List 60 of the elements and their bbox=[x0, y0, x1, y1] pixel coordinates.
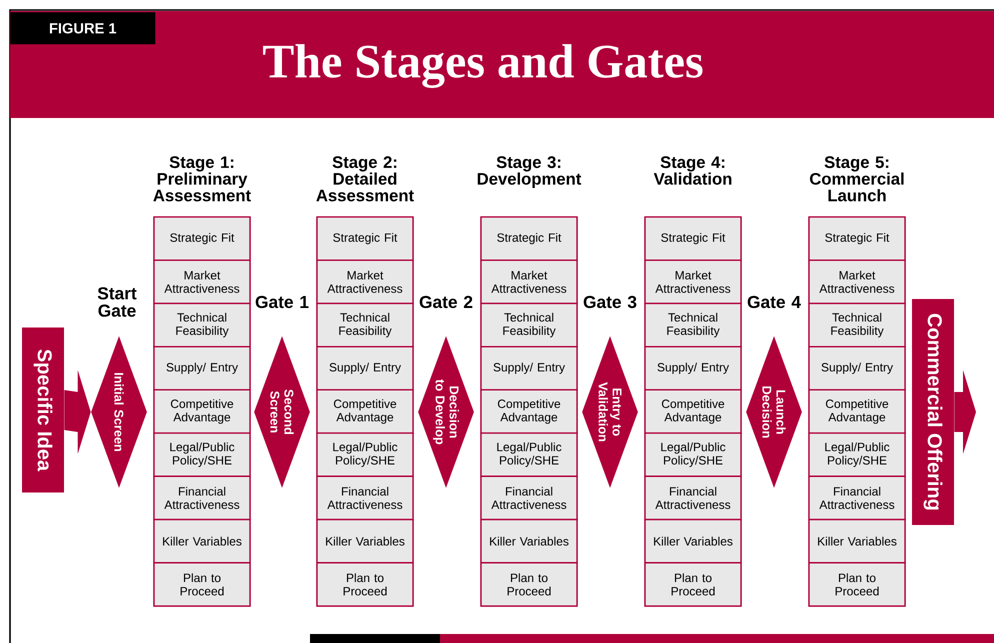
criteria-cell: Plan to Proceed bbox=[808, 562, 906, 607]
criteria-cell: Technical Feasibility bbox=[153, 302, 251, 348]
criteria-cell: Killer Variables bbox=[316, 518, 414, 564]
criteria-cell: Plan to Proceed bbox=[480, 562, 578, 607]
stage-heading: Stage 4: Validation bbox=[654, 156, 732, 185]
criteria-cell: Technical Feasibility bbox=[808, 302, 906, 348]
block-arrow bbox=[954, 370, 976, 454]
criteria-cell: Killer Variables bbox=[644, 518, 742, 564]
criteria-cell: Killer Variables bbox=[808, 518, 906, 564]
criteria-cell: Killer Variables bbox=[153, 518, 251, 564]
criteria-cell: Market Attractiveness bbox=[153, 260, 251, 304]
criteria-cell: Supply/ Entry bbox=[644, 346, 742, 391]
figure-tag: FIGURE 1 bbox=[10, 12, 156, 44]
criteria-cell: Supply/ Entry bbox=[316, 346, 414, 391]
stage-heading: Stage 2: Detailed Assessment bbox=[316, 156, 414, 202]
criteria-cell: Supply/ Entry bbox=[480, 346, 578, 391]
criteria-cell: Technical Feasibility bbox=[644, 302, 742, 348]
criteria-cell: Strategic Fit bbox=[153, 216, 251, 261]
gate-label: Gate 2 bbox=[420, 296, 472, 308]
criteria-cell: Technical Feasibility bbox=[480, 302, 578, 348]
criteria-cell: Market Attractiveness bbox=[808, 260, 906, 304]
block-arrow bbox=[64, 370, 91, 454]
criteria-cell: Legal/Public Policy/SHE bbox=[153, 432, 251, 477]
gate-label: Start Gate bbox=[98, 287, 137, 317]
gate-label: Gate 1 bbox=[256, 296, 308, 308]
criteria-cell: Strategic Fit bbox=[808, 216, 906, 261]
criteria-cell: Plan to Proceed bbox=[316, 562, 414, 607]
criteria-cell: Competitive Advantage bbox=[480, 389, 578, 434]
criteria-cell: Financial Attractiveness bbox=[316, 476, 414, 520]
criteria-cell: Market Attractiveness bbox=[480, 260, 578, 304]
stage-heading: Stage 3: Development bbox=[478, 156, 582, 188]
criteria-cell: Financial Attractiveness bbox=[153, 476, 251, 520]
criteria-cell: Strategic Fit bbox=[644, 216, 742, 261]
criteria-cell: Financial Attractiveness bbox=[808, 476, 906, 520]
criteria-cell: Market Attractiveness bbox=[316, 260, 414, 304]
criteria-cell: Competitive Advantage bbox=[644, 389, 742, 434]
criteria-cell: Supply/ Entry bbox=[153, 346, 251, 391]
criteria-cell: Strategic Fit bbox=[316, 216, 414, 261]
stage-heading: Stage 1: Preliminary Assessment bbox=[153, 156, 251, 202]
criteria-cell: Financial Attractiveness bbox=[480, 476, 578, 520]
criteria-cell: Competitive Advantage bbox=[316, 389, 414, 434]
criteria-cell: Supply/ Entry bbox=[808, 346, 906, 391]
criteria-cell: Financial Attractiveness bbox=[644, 476, 742, 520]
gate-label: Gate 3 bbox=[584, 296, 636, 308]
criteria-cell: Strategic Fit bbox=[480, 216, 578, 261]
criteria-cell: Market Attractiveness bbox=[644, 260, 742, 304]
gate-label: Gate 4 bbox=[748, 296, 801, 308]
criteria-cell: Competitive Advantage bbox=[153, 389, 251, 434]
block-box: Specific Idea bbox=[22, 328, 64, 492]
block-box: Commercial Offering bbox=[912, 299, 954, 525]
criteria-cell: Plan to Proceed bbox=[153, 562, 251, 607]
criteria-cell: Competitive Advantage bbox=[808, 389, 906, 434]
criteria-cell: Plan to Proceed bbox=[644, 562, 742, 607]
stage-heading: Stage 5: Commercial Launch bbox=[810, 156, 904, 202]
criteria-cell: Legal/Public Policy/SHE bbox=[644, 432, 742, 477]
criteria-cell: Legal/Public Policy/SHE bbox=[316, 432, 414, 477]
criteria-cell: Killer Variables bbox=[480, 518, 578, 564]
criteria-cell: Legal/Public Policy/SHE bbox=[808, 432, 906, 477]
criteria-cell: Legal/Public Policy/SHE bbox=[480, 432, 578, 477]
criteria-cell: Technical Feasibility bbox=[316, 302, 414, 348]
